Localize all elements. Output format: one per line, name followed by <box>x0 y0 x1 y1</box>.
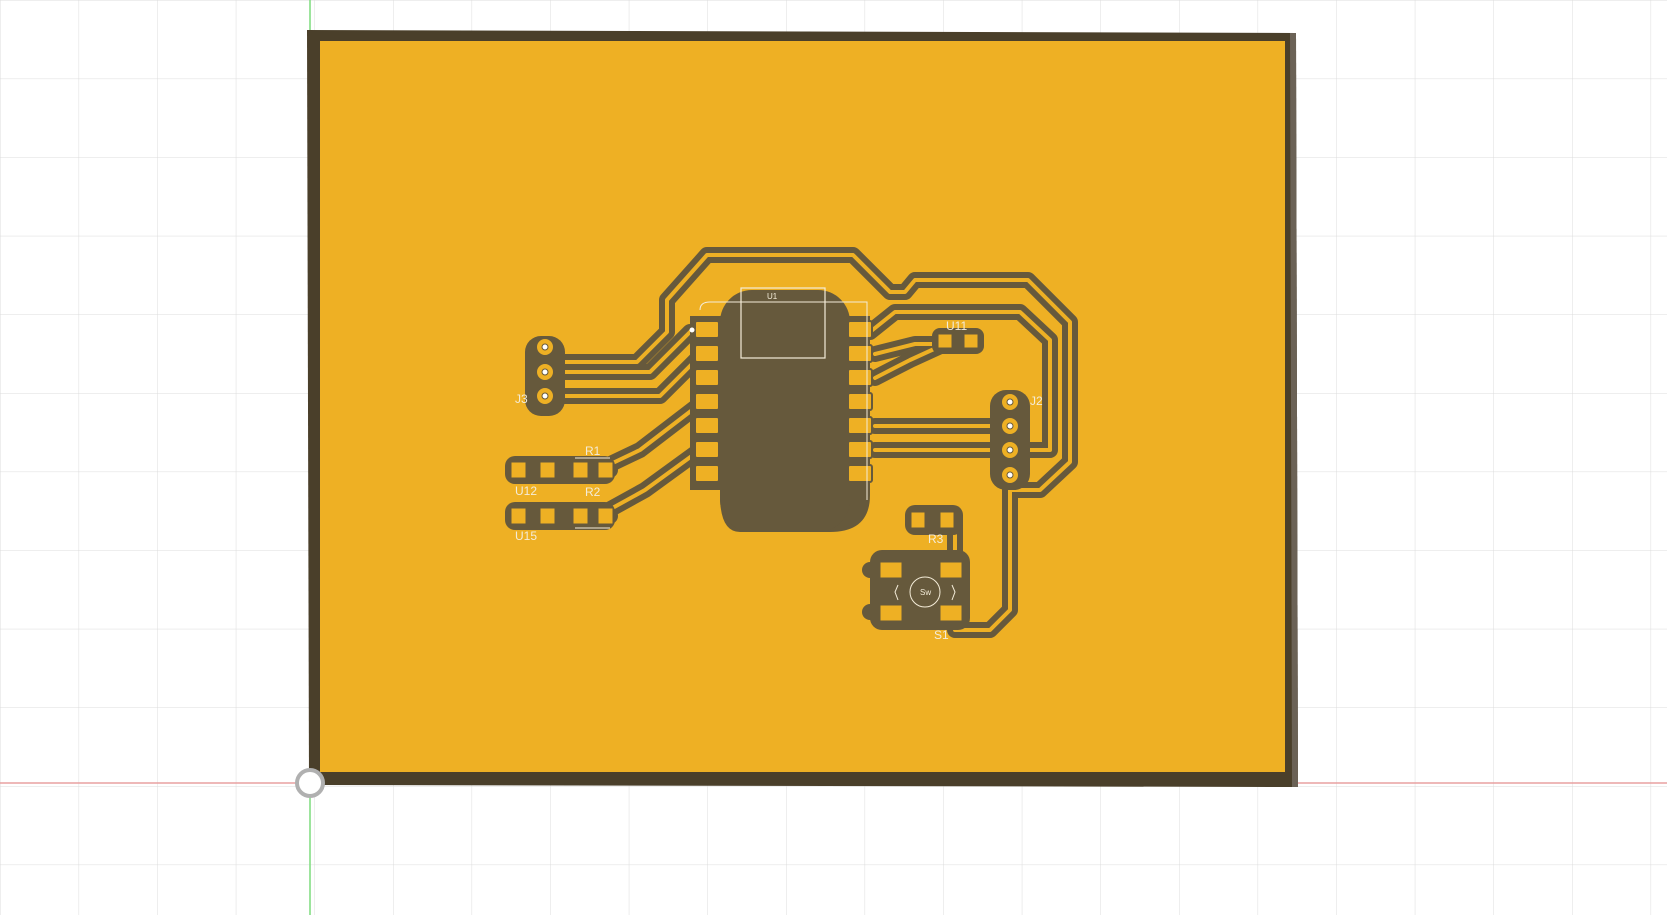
j3-label: J3 <box>515 392 528 406</box>
part-r3[interactable]: R3 <box>905 505 963 546</box>
r3-pad-1 <box>910 511 926 529</box>
u15-pad-1 <box>510 507 527 525</box>
s1-pad-2 <box>939 561 963 579</box>
s1-silk-right <box>951 584 956 601</box>
r2-label: R2 <box>585 485 601 499</box>
switch-s1[interactable]: Sw S1 <box>870 550 970 642</box>
ic-u1-right-pads <box>847 320 873 483</box>
s1-center-label: Sw <box>920 588 931 597</box>
u12-label: U12 <box>515 484 537 498</box>
u15-label: U15 <box>515 529 537 543</box>
pcb-board[interactable]: U1 J3 <box>307 30 1298 787</box>
ic-u1-silk-label-box <box>740 287 826 359</box>
s1-pad-3 <box>879 604 903 622</box>
board-edge-highlight <box>1290 33 1298 787</box>
header-j2[interactable]: J2 <box>990 390 1043 490</box>
r1-label: R1 <box>585 444 601 458</box>
s1-silk-left <box>894 584 899 601</box>
origin-ring-icon[interactable] <box>295 768 325 798</box>
ic-u1-thermal-pad <box>720 290 850 532</box>
u15-pad-2 <box>539 507 556 525</box>
ic-u1-footprint[interactable]: U1 <box>689 287 873 532</box>
j3-pins <box>535 337 555 406</box>
part-row-lower[interactable]: R2 U15 <box>505 485 615 543</box>
ic-u1-pin1-dot <box>689 327 695 333</box>
j2-pins <box>1000 392 1020 485</box>
s1-label: S1 <box>934 628 949 642</box>
u11-pad-1 <box>937 333 953 349</box>
ic-u1-left-pads <box>694 320 720 483</box>
u11-pad-2 <box>963 333 979 349</box>
r2-pad-1 <box>572 507 589 525</box>
u12-pad-2 <box>539 461 556 479</box>
ic-u1-label: U1 <box>767 292 778 301</box>
r1-pad-1 <box>572 461 589 479</box>
s1-button-silk <box>909 576 941 608</box>
r3-label: R3 <box>928 532 944 546</box>
s1-pad-4 <box>939 604 963 622</box>
s1-pad-1 <box>879 561 903 579</box>
r3-pad-2 <box>939 511 955 529</box>
part-row-upper[interactable]: R1 U12 <box>505 444 615 498</box>
r1-pad-2 <box>597 461 614 479</box>
r2-pad-2 <box>597 507 614 525</box>
u12-pad-1 <box>510 461 527 479</box>
ic-u1-silk-outline <box>699 301 868 500</box>
j2-label: J2 <box>1030 394 1043 408</box>
u11-label: U11 <box>946 319 967 333</box>
header-j3[interactable]: J3 <box>515 336 565 416</box>
part-u11[interactable]: U11 <box>932 319 984 354</box>
